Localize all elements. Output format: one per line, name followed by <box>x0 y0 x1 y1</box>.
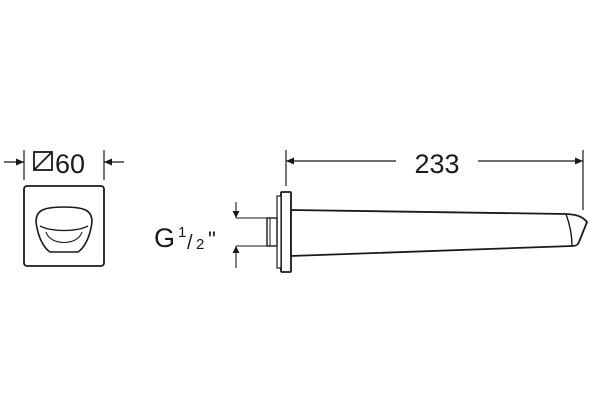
front-outlet-opening <box>35 206 93 253</box>
thread-size-numerator: 1 <box>178 224 186 241</box>
side-length-value: 233 <box>414 149 459 179</box>
thread-dim-arrow-bottom <box>232 246 240 253</box>
square-symbol-icon <box>33 151 53 171</box>
side-wall-flange <box>280 191 292 273</box>
front-dim-arrow-left <box>16 158 24 166</box>
thread-size-denominator: 2 <box>196 236 204 253</box>
side-spout-outlet-edge <box>565 213 573 247</box>
side-dim-arrow-left <box>286 157 294 165</box>
side-dim-arrow-right <box>575 157 583 165</box>
front-dim-arrow-right <box>104 158 112 166</box>
side-view: 233 G 1 / 2 " <box>154 149 588 273</box>
thread-dim-arrow-top <box>232 211 240 218</box>
side-thread-connector <box>266 217 278 247</box>
thread-size-slash: / <box>187 232 193 254</box>
front-view: 60 <box>4 149 124 267</box>
thread-size-unit: " <box>208 227 216 252</box>
front-outlet-inner-lip <box>39 225 89 232</box>
side-spout-body <box>290 209 588 257</box>
thread-size-letter: G <box>154 223 175 253</box>
front-width-value: 60 <box>55 149 85 179</box>
front-outlet-inner-mouth <box>45 231 83 244</box>
